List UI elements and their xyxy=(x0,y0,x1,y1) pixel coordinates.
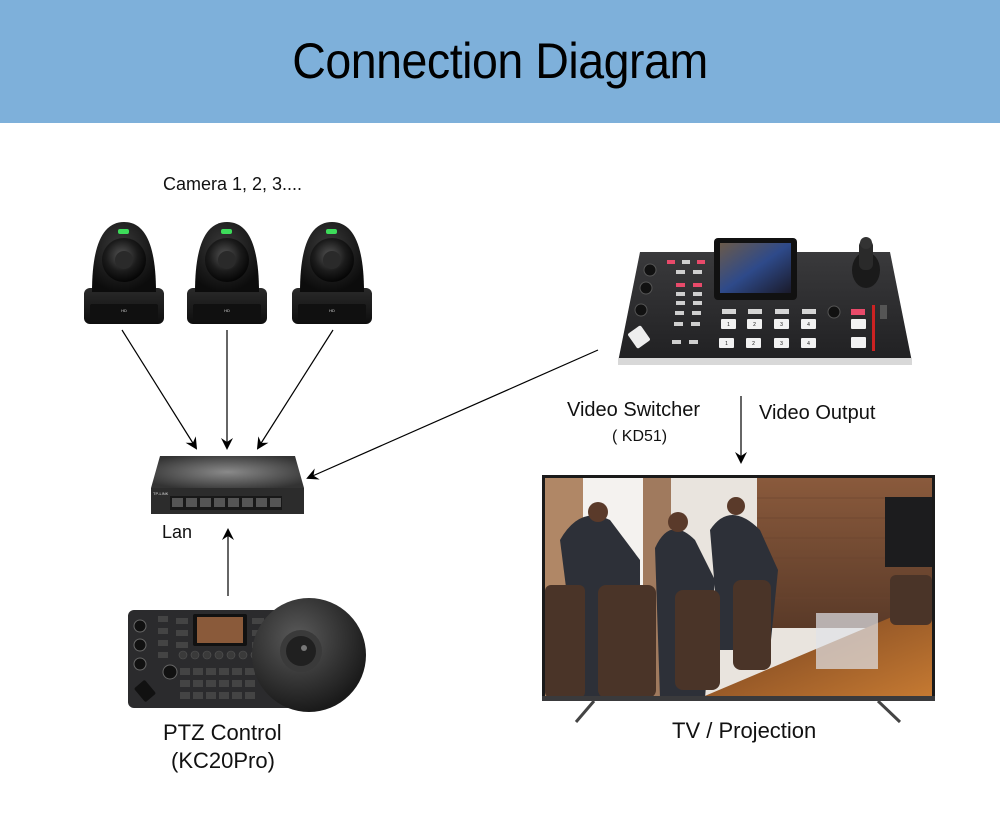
camera-led-icon xyxy=(118,229,129,234)
camera-3: HD xyxy=(292,222,372,324)
switch-label: Lan xyxy=(162,522,193,542)
svg-text:4: 4 xyxy=(807,341,810,347)
svg-text:1: 1 xyxy=(727,322,730,328)
header-banner: Connection Diagram xyxy=(0,0,1000,123)
svg-text:3: 3 xyxy=(780,322,783,328)
ptz-label: PTZ Control xyxy=(163,720,282,745)
video-output-label: Video Output xyxy=(759,402,876,424)
camera-led-icon xyxy=(221,229,232,234)
cameras-label: Camera 1, 2, 3.... xyxy=(163,174,303,194)
svg-text:HD: HD xyxy=(224,308,230,313)
svg-text:TP-LINK: TP-LINK xyxy=(153,491,169,496)
edge-camera3-switch xyxy=(256,329,334,450)
edge-switcher-switch xyxy=(306,349,599,480)
svg-text:HD: HD xyxy=(121,308,127,313)
page-title: Connection Diagram xyxy=(292,33,708,89)
edge-camera1-switch xyxy=(121,329,198,450)
svg-text:2: 2 xyxy=(752,341,755,347)
camera-1: HD xyxy=(84,222,164,324)
svg-text:HD: HD xyxy=(329,308,335,313)
svg-text:3: 3 xyxy=(780,341,783,347)
switcher-model: ( KD51) xyxy=(612,428,668,445)
ptz-model: (KC20Pro) xyxy=(171,748,275,773)
camera-2: HD xyxy=(187,222,267,324)
display-label: TV / Projection xyxy=(672,718,817,743)
switcher-label: Video Switcher xyxy=(567,399,701,421)
svg-text:1: 1 xyxy=(725,341,728,347)
camera-led-icon xyxy=(326,229,337,234)
svg-text:2: 2 xyxy=(753,322,756,328)
svg-text:4: 4 xyxy=(807,322,810,328)
